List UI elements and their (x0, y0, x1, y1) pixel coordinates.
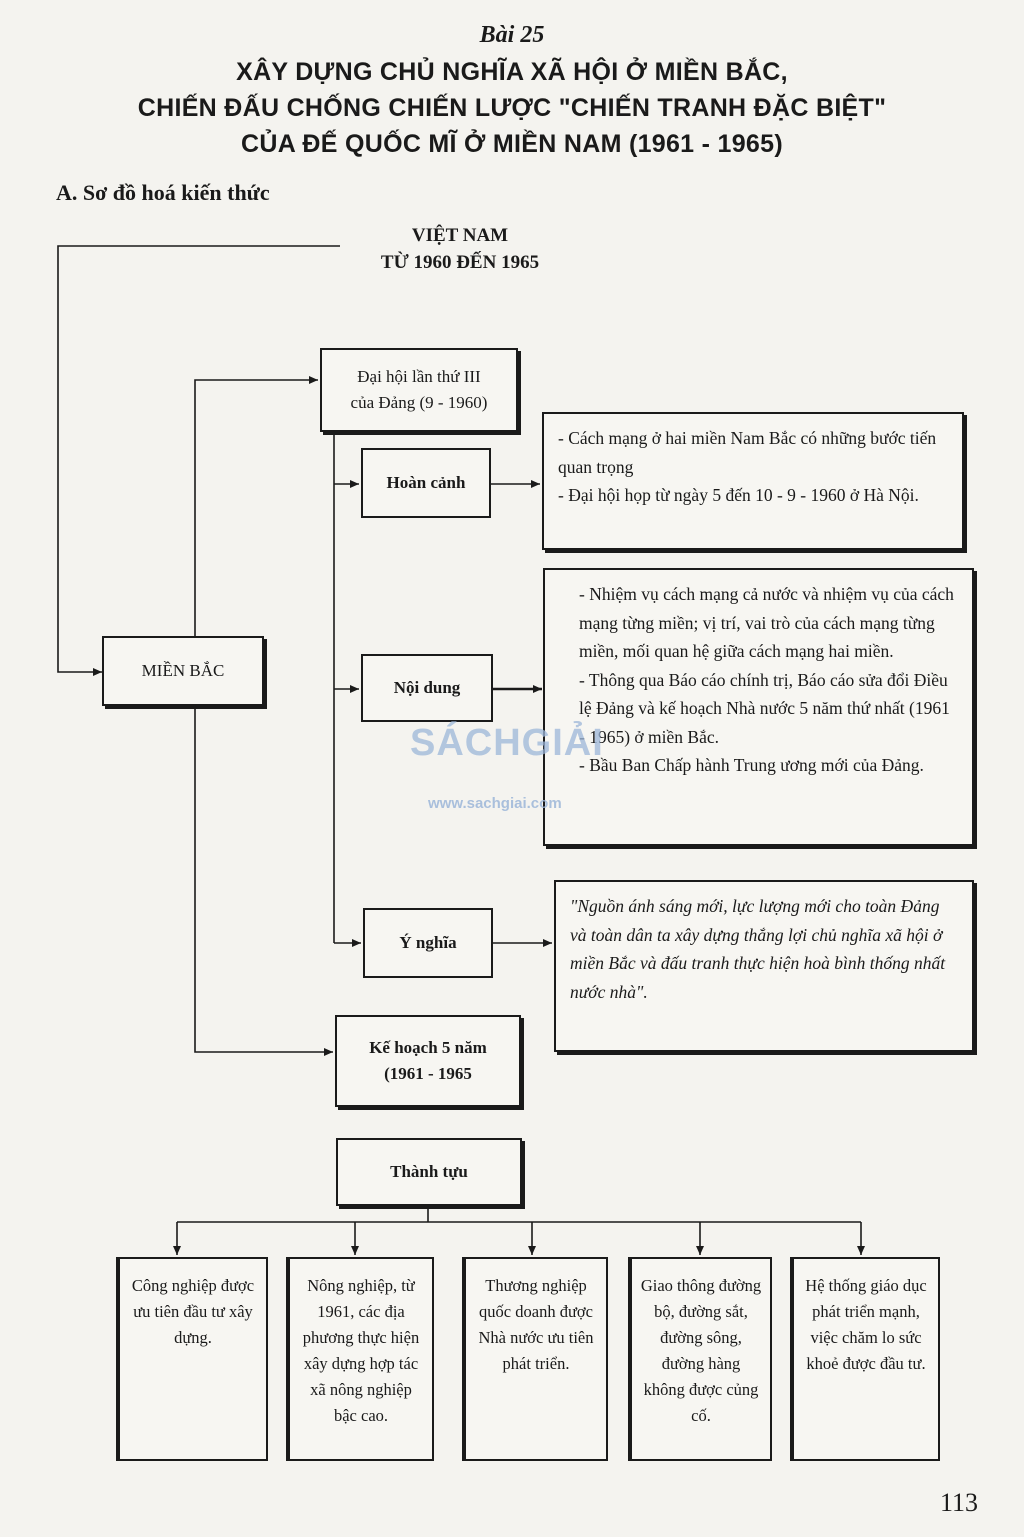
thanh-tuu-item-text: Hệ thống giáo dục phát triển mạnh, việc … (805, 1276, 927, 1373)
noi-dung-item: - Bầu Ban Chấp hành Trung ương mới của Đ… (579, 755, 924, 775)
thanh-tuu-item-text: Thương nghiệp quốc doanh được Nhà nước ư… (478, 1276, 594, 1373)
noi-dung-node: Nội dung (361, 654, 493, 722)
title-line-2: CHIẾN ĐẤU CHỐNG CHIẾN LƯỢC "CHIẾN TRANH … (137, 94, 887, 122)
hoan-canh-item: - Cách mạng ở hai miền Nam Bắc có những … (558, 428, 937, 477)
y-nghia-description: "Nguồn ánh sáng mới, lực lượng mới cho t… (554, 880, 974, 1052)
thanh-tuu-label: Thành tựu (390, 1162, 468, 1181)
ke-hoach-line-1: Kế hoạch 5 năm (369, 1038, 487, 1057)
noi-dung-description: - Nhiệm vụ cách mạng cả nước và nhiệm vụ… (543, 568, 974, 846)
mien-bac-node: MIỀN BẮC (102, 636, 264, 706)
mien-bac-label: MIỀN BẮC (141, 661, 225, 680)
thanh-tuu-item-giao-thong: Giao thông đường bộ, đường sắt, đường sô… (628, 1257, 772, 1461)
root-line-1: VIỆT NAM (411, 225, 509, 246)
y-nghia-quote: "Nguồn ánh sáng mới, lực lượng mới cho t… (570, 896, 946, 1002)
root-line-2: TỪ 1960 ĐẾN 1965 (380, 252, 540, 273)
thanh-tuu-node: Thành tựu (336, 1138, 522, 1206)
hoan-canh-description: - Cách mạng ở hai miền Nam Bắc có những … (542, 412, 964, 550)
y-nghia-node: Ý nghĩa (363, 908, 493, 978)
ke-hoach-line-2: (1961 - 1965 (384, 1064, 472, 1083)
title-line-1: XÂY DỰNG CHỦ NGHĨA XÃ HỘI Ở MIỀN BẮC, (236, 58, 788, 86)
dai-hoi-line-1: Đại hội lần thứ III (357, 367, 481, 386)
hoan-canh-label: Hoàn cảnh (386, 473, 466, 492)
dai-hoi-node: Đại hội lần thứ III của Đảng (9 - 1960) (320, 348, 518, 432)
y-nghia-label: Ý nghĩa (399, 933, 457, 952)
lesson-number: Bài 25 (479, 22, 545, 48)
thanh-tuu-item-giao-duc: Hệ thống giáo dục phát triển mạnh, việc … (790, 1257, 940, 1461)
hoan-canh-item: - Đại hội họp từ ngày 5 đến 10 - 9 - 196… (558, 485, 919, 505)
thanh-tuu-item-cong-nghiep: Công nghiệp được ưu tiên đầu tư xây dựng… (116, 1257, 268, 1461)
diagram-root-title: VIỆT NAM TỪ 1960 ĐẾN 1965 (340, 222, 580, 276)
connector-mien-bac-dai-hoi (194, 376, 318, 636)
noi-dung-item: - Thông qua Báo cáo chính trị, Báo cáo s… (579, 669, 950, 747)
thanh-tuu-item-nong-nghiep: Nông nghiệp, từ 1961, các địa phương thự… (286, 1257, 434, 1461)
noi-dung-label: Nội dung (393, 678, 461, 697)
connector-mien-bac-ke-hoach (194, 706, 333, 1056)
thanh-tuu-item-thuong-nghiep: Thương nghiệp quốc doanh được Nhà nước ư… (462, 1257, 608, 1461)
section-heading: A. Sơ đồ hoá kiến thức (56, 180, 270, 205)
page-number: 113 (940, 1488, 979, 1517)
title-line-3: CỦA ĐẾ QUỐC MĨ Ở MIỀN NAM (1961 - 1965) (241, 130, 783, 158)
hoan-canh-node: Hoàn cảnh (361, 448, 491, 518)
connector-root-mien-bac (57, 245, 340, 676)
thanh-tuu-item-text: Nông nghiệp, từ 1961, các địa phương thự… (302, 1276, 420, 1425)
thanh-tuu-item-text: Giao thông đường bộ, đường sắt, đường sô… (640, 1276, 762, 1425)
noi-dung-item: - Nhiệm vụ cách mạng cả nước và nhiệm vụ… (579, 584, 954, 661)
watermark-logo: SÁCHGIẢI (410, 722, 604, 764)
ke-hoach-node: Kế hoạch 5 năm (1961 - 1965 (335, 1015, 521, 1107)
thanh-tuu-item-text: Công nghiệp được ưu tiên đầu tư xây dựng… (131, 1276, 255, 1347)
watermark-url: www.sachgiai.com (428, 795, 562, 812)
dai-hoi-line-2: của Đảng (9 - 1960) (350, 393, 488, 412)
